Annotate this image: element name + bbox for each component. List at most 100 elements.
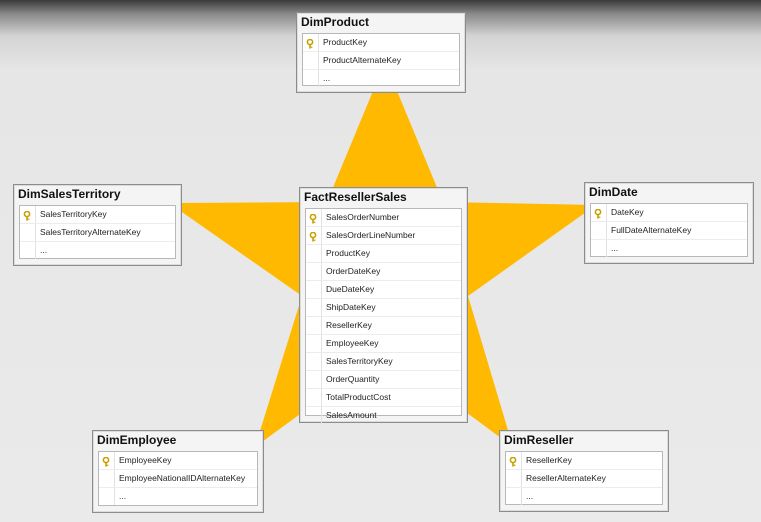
column-name: SalesOrderLineNumber bbox=[326, 230, 416, 240]
key-cell bbox=[20, 206, 36, 223]
column-row[interactable]: ProductKey bbox=[306, 245, 461, 263]
key-cell bbox=[20, 242, 36, 259]
key-icon bbox=[594, 208, 602, 219]
column-name: ResellerAlternateKey bbox=[526, 473, 606, 483]
key-cell bbox=[306, 407, 322, 424]
table-title: DimSalesTerritory bbox=[18, 187, 121, 201]
column-name: EmployeeNationalIDAlternateKey bbox=[119, 473, 246, 483]
key-cell bbox=[306, 209, 322, 226]
column-row[interactable]: EmployeeKey bbox=[306, 335, 461, 353]
key-icon bbox=[23, 210, 31, 221]
key-cell bbox=[303, 34, 319, 51]
column-name: ... bbox=[526, 491, 534, 501]
column-name: FullDateAlternateKey bbox=[611, 225, 692, 235]
key-cell bbox=[506, 452, 522, 469]
column-row[interactable]: OrderDateKey bbox=[306, 263, 461, 281]
key-cell bbox=[306, 227, 322, 244]
column-row[interactable]: SalesAmount bbox=[306, 407, 461, 424]
column-row[interactable]: SalesTerritoryKey bbox=[306, 353, 461, 371]
key-cell bbox=[306, 371, 322, 388]
column-row[interactable]: ShipDateKey bbox=[306, 299, 461, 317]
column-name: SalesTerritoryAlternateKey bbox=[40, 227, 141, 237]
column-row[interactable]: SalesOrderLineNumber bbox=[306, 227, 461, 245]
column-name: OrderDateKey bbox=[326, 266, 381, 276]
column-name: EmployeeKey bbox=[119, 455, 172, 465]
column-name: SalesTerritoryKey bbox=[326, 356, 393, 366]
column-name: ResellerKey bbox=[526, 455, 572, 465]
column-name: SalesTerritoryKey bbox=[40, 209, 107, 219]
column-row[interactable]: ResellerKey bbox=[506, 452, 662, 470]
key-icon bbox=[509, 456, 517, 467]
column-row[interactable]: OrderQuantity bbox=[306, 371, 461, 389]
column-row[interactable]: DateKey bbox=[591, 204, 747, 222]
column-name: DateKey bbox=[611, 207, 644, 217]
column-row[interactable]: FullDateAlternateKey bbox=[591, 222, 747, 240]
key-icon bbox=[102, 456, 110, 467]
table-title: DimDate bbox=[589, 185, 638, 199]
column-row[interactable]: EmployeeKey bbox=[99, 452, 257, 470]
key-cell bbox=[306, 389, 322, 406]
key-cell bbox=[306, 281, 322, 298]
key-cell bbox=[591, 240, 607, 257]
column-row[interactable]: ... bbox=[591, 240, 747, 257]
key-cell bbox=[303, 52, 319, 69]
column-row[interactable]: ... bbox=[506, 488, 662, 505]
key-cell bbox=[303, 70, 319, 87]
key-cell bbox=[306, 245, 322, 262]
column-name: SalesOrderNumber bbox=[326, 212, 400, 222]
key-cell bbox=[506, 488, 522, 505]
key-icon bbox=[306, 38, 314, 49]
column-row[interactable]: ProductAlternateKey bbox=[303, 52, 459, 70]
key-cell bbox=[591, 204, 607, 221]
column-name: SalesAmount bbox=[326, 410, 377, 420]
key-icon bbox=[309, 231, 317, 242]
column-name: ... bbox=[119, 491, 127, 501]
column-row[interactable]: ProductKey bbox=[303, 34, 459, 52]
column-name: ProductAlternateKey bbox=[323, 55, 401, 65]
key-cell bbox=[306, 335, 322, 352]
table-title: DimProduct bbox=[301, 15, 370, 29]
column-row[interactable]: ResellerKey bbox=[306, 317, 461, 335]
key-cell bbox=[591, 222, 607, 239]
key-cell bbox=[306, 263, 322, 280]
key-cell bbox=[99, 488, 115, 505]
key-cell bbox=[306, 353, 322, 370]
column-name: OrderQuantity bbox=[326, 374, 380, 384]
column-name: ResellerKey bbox=[326, 320, 372, 330]
column-row[interactable]: SalesOrderNumber bbox=[306, 209, 461, 227]
column-row[interactable]: ... bbox=[303, 70, 459, 87]
column-name: TotalProductCost bbox=[326, 392, 391, 402]
key-cell bbox=[306, 299, 322, 316]
column-row[interactable]: ... bbox=[20, 242, 175, 259]
key-cell bbox=[99, 452, 115, 469]
key-icon bbox=[309, 213, 317, 224]
column-row[interactable]: DueDateKey bbox=[306, 281, 461, 299]
column-row[interactable]: ResellerAlternateKey bbox=[506, 470, 662, 488]
column-name: ... bbox=[323, 73, 331, 83]
column-name: ShipDateKey bbox=[326, 302, 376, 312]
column-name: ... bbox=[40, 245, 48, 255]
column-name: ProductKey bbox=[326, 248, 370, 258]
column-name: EmployeeKey bbox=[326, 338, 379, 348]
key-cell bbox=[306, 317, 322, 334]
column-row[interactable]: SalesTerritoryKey bbox=[20, 206, 175, 224]
column-row[interactable]: ... bbox=[99, 488, 257, 505]
column-row[interactable]: TotalProductCost bbox=[306, 389, 461, 407]
column-name: DueDateKey bbox=[326, 284, 375, 294]
key-cell bbox=[506, 470, 522, 487]
key-cell bbox=[20, 224, 36, 241]
column-row[interactable]: EmployeeNationalIDAlternateKey bbox=[99, 470, 257, 488]
column-row[interactable]: SalesTerritoryAlternateKey bbox=[20, 224, 175, 242]
column-name: ... bbox=[611, 243, 619, 253]
